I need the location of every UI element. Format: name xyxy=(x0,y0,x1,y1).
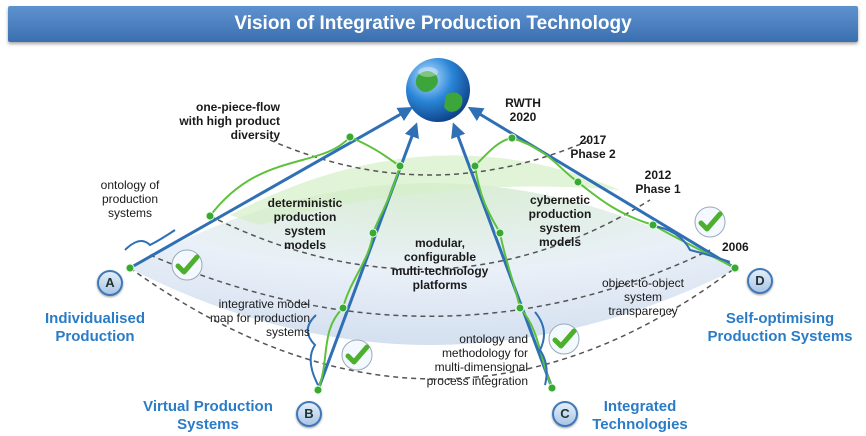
node xyxy=(395,161,405,171)
globe-icon xyxy=(406,58,470,122)
brace-c xyxy=(534,311,548,386)
arc-2020 xyxy=(269,139,591,176)
green-curve xyxy=(577,181,654,226)
brace-b xyxy=(306,314,319,386)
label-object-transparency: object-to-object system transparency xyxy=(601,276,685,318)
node xyxy=(470,161,480,171)
checkmark-icon xyxy=(341,339,373,371)
label-one-piece-flow: one-piece-flow with high product diversi… xyxy=(179,100,280,142)
milestone-2006: 2006 xyxy=(722,240,749,254)
green-curve xyxy=(474,165,501,234)
checkmark-icon xyxy=(694,206,726,238)
inner-green-glow xyxy=(230,155,620,225)
node xyxy=(648,220,658,230)
green-curve xyxy=(519,307,553,389)
badge-d: D xyxy=(747,268,773,294)
green-curve xyxy=(349,136,401,167)
shaded-region xyxy=(133,183,734,345)
label-ontology-methodology: ontology and methodology for multi-dimen… xyxy=(426,332,528,388)
green-curve xyxy=(499,232,521,309)
node xyxy=(313,385,323,395)
checkmark-icon xyxy=(548,323,580,355)
label-modular: modular, configurable multi-technology p… xyxy=(391,236,489,292)
spoke-c xyxy=(451,122,554,389)
brace-d xyxy=(649,224,731,263)
pillar-individualised: Individualised Production xyxy=(44,310,146,345)
badge-c: C xyxy=(552,401,578,427)
page-title: Vision of Integrative Production Technol… xyxy=(234,13,632,34)
node xyxy=(338,303,348,313)
label-cybernetic: cybernetic production system models xyxy=(528,193,592,249)
pillar-integrated: Integrated Technologies xyxy=(592,398,688,433)
node xyxy=(368,228,378,238)
node xyxy=(547,383,557,393)
title-banner: Vision of Integrative Production Technol… xyxy=(8,6,858,42)
arc-2012 xyxy=(149,249,711,317)
node xyxy=(507,133,517,143)
node xyxy=(573,177,583,187)
badge-b: B xyxy=(296,401,322,427)
node xyxy=(515,303,525,313)
green-curve xyxy=(209,136,351,217)
node xyxy=(345,132,355,142)
pillar-self-optimising: Self-optimising Production Systems xyxy=(707,310,853,345)
spoke-a xyxy=(129,107,414,270)
green-curve xyxy=(511,137,579,183)
label-integrative-model: integrative model map for production sys… xyxy=(209,297,310,339)
label-deterministic: deterministic production system models xyxy=(267,196,343,252)
arc-2006 xyxy=(129,267,736,380)
spoke-d xyxy=(467,106,736,270)
arc-2017 xyxy=(209,199,651,270)
green-curve xyxy=(372,165,401,234)
checkmark-icon xyxy=(171,249,203,281)
node xyxy=(125,263,135,273)
green-curve xyxy=(317,307,344,391)
node xyxy=(730,263,740,273)
badge-a: A xyxy=(97,270,123,296)
green-curve xyxy=(342,232,374,309)
node xyxy=(495,228,505,238)
green-curve xyxy=(652,224,736,269)
node xyxy=(205,211,215,221)
label-ontology-production: ontology of production systems xyxy=(100,178,160,220)
brace-a xyxy=(124,229,176,251)
pillar-virtual: Virtual Production Systems xyxy=(143,398,273,433)
